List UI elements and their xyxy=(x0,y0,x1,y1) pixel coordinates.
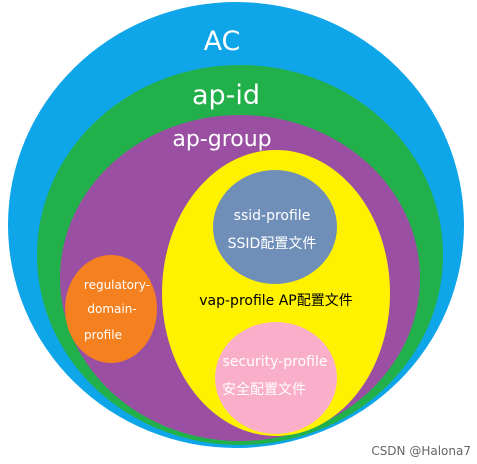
ssid-profile-label-line2: SSID配置文件 xyxy=(228,236,317,252)
ap-id-label: ap-id xyxy=(192,80,260,111)
regulatory-domain-profile-label-line1: regulatory- xyxy=(84,278,150,292)
security-profile-label-line1: security-profile xyxy=(223,354,328,370)
regulatory-domain-profile-label-line2: domain- xyxy=(87,302,136,316)
security-profile-label-line2: 安全配置文件 xyxy=(222,381,306,398)
watermark: CSDN @Halona7 xyxy=(371,444,471,458)
security-profile-circle xyxy=(215,322,337,434)
ac-label: AC xyxy=(204,26,241,57)
vap-profile-label: vap-profile AP配置文件 xyxy=(199,293,353,309)
ap-group-label: ap-group xyxy=(172,127,271,152)
ssid-profile-label-line1: ssid-profile xyxy=(234,208,311,224)
ssid-profile-circle xyxy=(213,170,337,284)
regulatory-domain-profile-label-line3: profile xyxy=(84,328,122,342)
regulatory-domain-profile-ellipse xyxy=(65,255,157,363)
